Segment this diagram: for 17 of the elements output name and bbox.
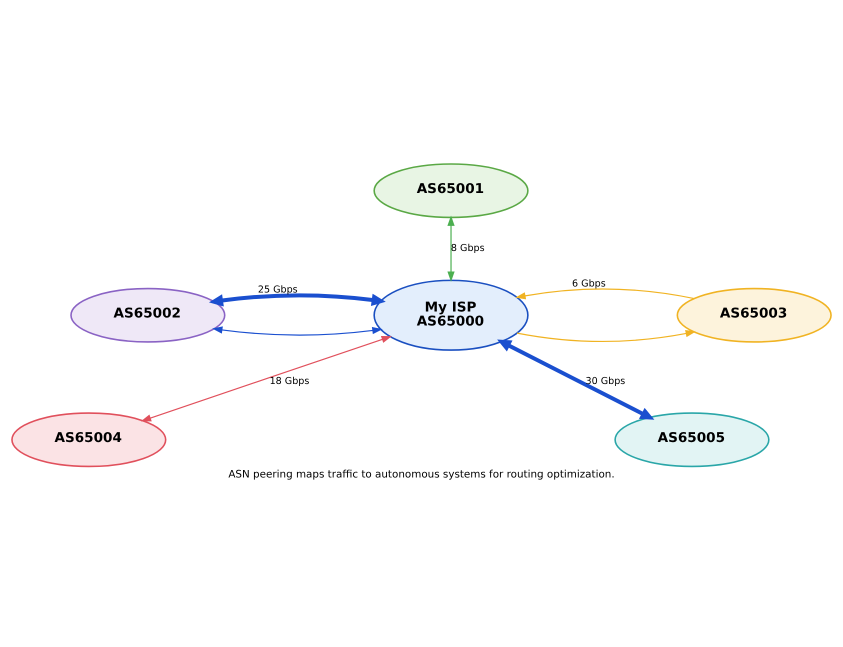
- arrow: [212, 326, 383, 336]
- edge-label: 25 Gbps: [258, 284, 298, 296]
- arrow: [140, 335, 392, 421]
- edge-label: 30 Gbps: [586, 376, 626, 387]
- node-ellipse: AS65005: [614, 412, 770, 467]
- arrow: [208, 292, 386, 306]
- node-ellipse: AS65001: [373, 162, 529, 218]
- arrow: [516, 330, 696, 342]
- arrow: [497, 339, 654, 420]
- node-ellipse: AS65003: [676, 287, 832, 342]
- edge-label: 8 Gbps: [450, 242, 485, 254]
- arrow: [447, 214, 455, 282]
- arrow: [515, 288, 694, 299]
- caption: ASN peering maps traffic to autonomous systems for routing optimization.: [228, 468, 615, 480]
- node-ellipse: AS65004: [11, 412, 166, 467]
- edge-label: 6 Gbps: [572, 278, 606, 289]
- edge-label: 18 Gbps: [270, 376, 310, 387]
